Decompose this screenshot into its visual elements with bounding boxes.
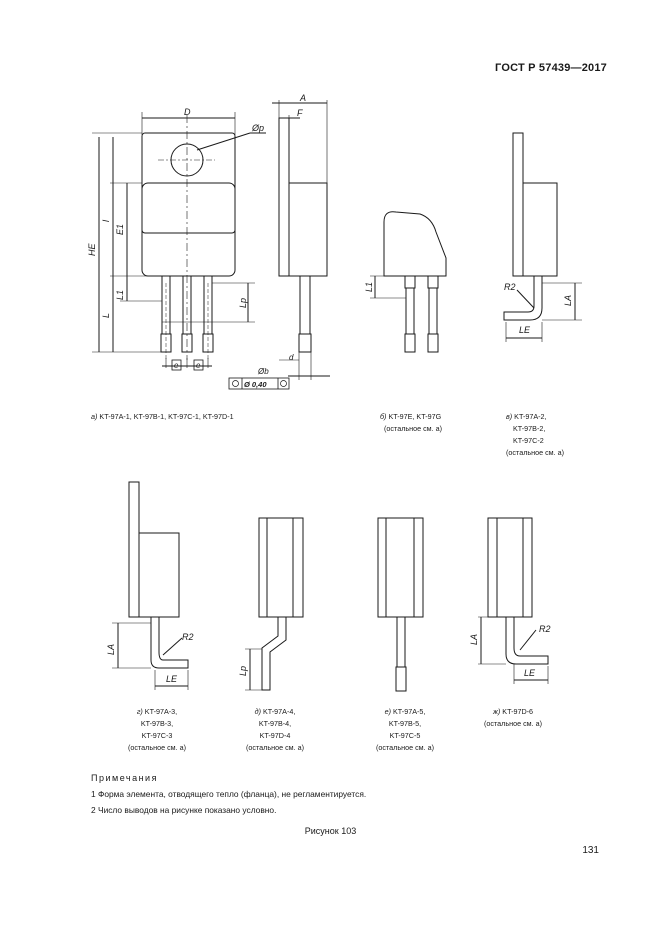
caption-d: д) KT-97A-4, KT-97B-4, KT-97D-4 (остальн… bbox=[245, 707, 304, 752]
label-e1: e bbox=[174, 361, 179, 370]
label-A: A bbox=[299, 93, 306, 103]
page-number: 131 bbox=[582, 845, 599, 856]
label-LA-zh: LA bbox=[469, 634, 479, 645]
caption-v: в) KT-97A-2, KT-97B-2, KT-97C-2 (остальн… bbox=[506, 412, 565, 457]
label-Lp: Lp bbox=[238, 298, 248, 308]
label-R2: R2 bbox=[504, 282, 516, 292]
label-b: Øb bbox=[257, 367, 269, 376]
label-e2: e bbox=[196, 361, 201, 370]
label-d: d bbox=[289, 353, 294, 362]
fig-zh-view bbox=[478, 517, 549, 684]
notes-title: Примечания bbox=[91, 773, 158, 783]
label-E1: E1 bbox=[115, 224, 125, 235]
label-LE-zh: LE bbox=[524, 668, 536, 678]
label-LE-g: LE bbox=[166, 674, 178, 684]
fig-v-view bbox=[503, 132, 582, 342]
fig-d-view bbox=[245, 517, 304, 691]
caption-b: б) KT-97E, KT-97G (остальное см. а) bbox=[380, 412, 443, 433]
fig-b-view bbox=[370, 211, 447, 353]
label-L: L bbox=[101, 313, 111, 318]
caption-a: а) KT-97A-1, KT-97B-1, KT-97C-1, KT-97D-… bbox=[91, 412, 234, 421]
label-L1: L1 bbox=[115, 290, 125, 300]
caption-e: е) KT-97A-5, KT-97B-5, KT-97C-5 (остальн… bbox=[375, 707, 434, 752]
label-R2-zh: R2 bbox=[539, 624, 551, 634]
label-R2-g: R2 bbox=[182, 632, 194, 642]
label-L1-b: L1 bbox=[364, 282, 374, 292]
document-header: ГОСТ Р 57439—2017 bbox=[495, 62, 607, 74]
fig-a-side-view bbox=[228, 100, 330, 390]
label-LA: LA bbox=[563, 295, 573, 306]
note-2: 2 Число выводов на рисунке показано усло… bbox=[91, 805, 277, 815]
fig-e-view bbox=[377, 517, 424, 692]
note-1: 1 Форма элемента, отводящего тепло (флан… bbox=[91, 789, 367, 799]
label-D: D bbox=[184, 107, 191, 117]
fig-g-view bbox=[112, 481, 189, 690]
label-Lp-d: Lp bbox=[238, 666, 248, 676]
label-LA-g: LA bbox=[106, 644, 116, 655]
label-HE: HE bbox=[87, 243, 97, 256]
fig-a-front-view bbox=[92, 112, 266, 371]
label-F: F bbox=[297, 108, 303, 118]
caption-g: г) KT-97A-3, KT-97B-3, KT-97C-3 (остальн… bbox=[127, 707, 186, 752]
label-Dp: Øp bbox=[251, 123, 264, 133]
label-LE: LE bbox=[519, 325, 531, 335]
figure-caption: Рисунок 103 bbox=[304, 826, 357, 836]
caption-zh: ж) KT-97D-6 (остальное см. а) bbox=[483, 707, 542, 728]
label-l: l bbox=[101, 219, 111, 222]
label-tolerance: Ø 0,40 bbox=[244, 380, 267, 389]
